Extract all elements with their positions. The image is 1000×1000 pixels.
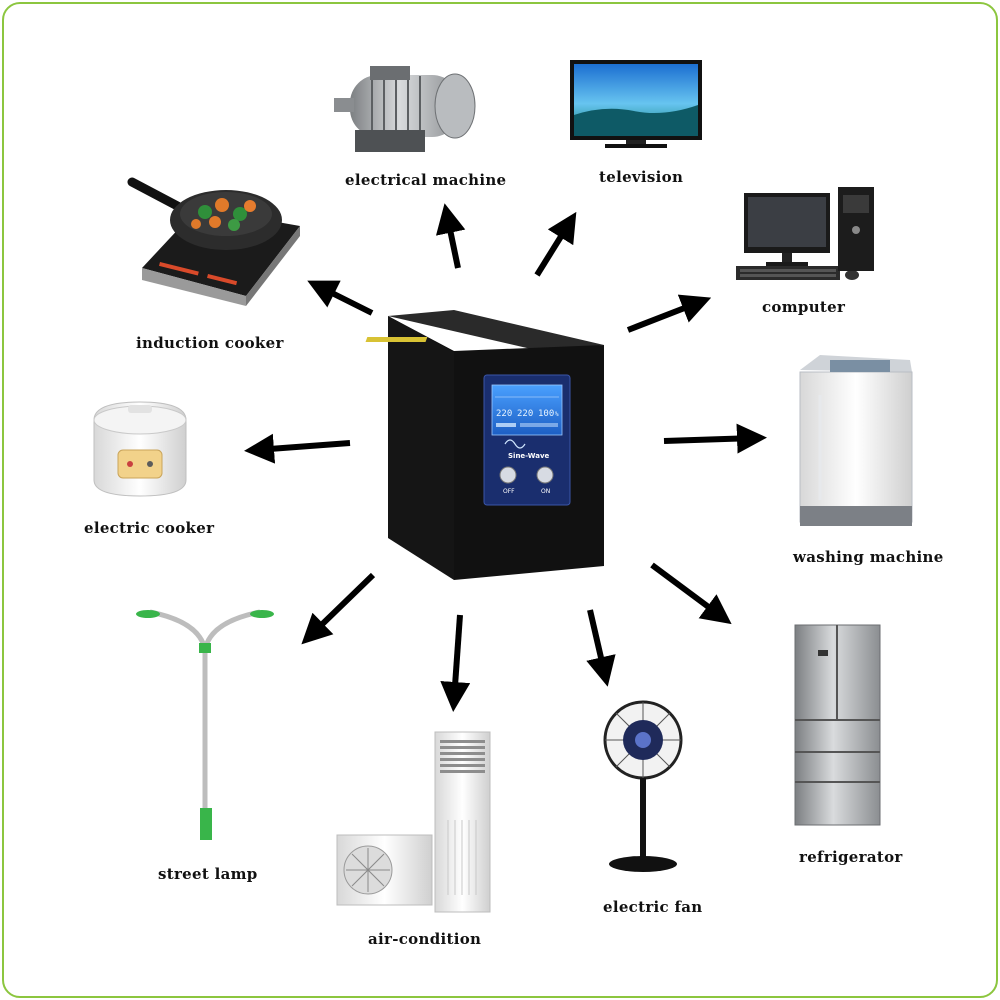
computer-image: [736, 187, 874, 280]
television-image: [570, 60, 702, 148]
arrow-to-computer: [626, 294, 712, 333]
electric-fan-image: [603, 700, 683, 872]
arrow-to-television: [534, 211, 577, 277]
street-lamp-image: [136, 609, 274, 840]
lcd-value-3: 100: [538, 409, 554, 419]
arrow-to-electrical-machine: [435, 203, 466, 269]
off-label: OFF: [503, 488, 515, 495]
label-electric-cooker: electric cooker: [84, 519, 215, 537]
label-street-lamp: street lamp: [158, 865, 258, 883]
arrow-to-electric-fan: [586, 609, 616, 687]
off-button: [499, 466, 517, 484]
label-electrical-machine: electrical machine: [345, 171, 507, 189]
sine-wave-inverter: 220 220 100 % Sine-Wave OFF ON: [365, 310, 604, 580]
wave-label: Sine-Wave: [508, 452, 550, 460]
label-computer: computer: [762, 298, 846, 316]
lcd-unit: %: [555, 411, 559, 418]
washing-machine-image: [799, 355, 913, 526]
label-induction-cooker: induction cooker: [136, 334, 284, 352]
on-label: ON: [541, 488, 550, 495]
on-button: [536, 466, 554, 484]
label-air-condition: air-condition: [368, 930, 482, 948]
arrow-to-street-lamp: [301, 572, 376, 645]
label-electric-fan: electric fan: [603, 898, 703, 916]
air-condition-image: [336, 731, 491, 913]
arrow-to-electric-cooker: [244, 433, 351, 464]
label-television: television: [599, 168, 684, 186]
refrigerator-image: [794, 624, 881, 826]
arrow-to-air-condition: [440, 614, 471, 712]
lcd-value-1: 220: [496, 409, 512, 419]
induction-cooker-image: [127, 177, 300, 306]
arrow-group: [244, 203, 767, 712]
label-refrigerator: refrigerator: [799, 848, 903, 866]
arrow-to-washing-machine: [663, 423, 767, 454]
arrow-to-refrigerator: [650, 562, 732, 625]
lcd-value-2: 220: [517, 409, 533, 419]
sine-wave-icon: [504, 439, 526, 449]
label-washing-machine: washing machine: [793, 548, 944, 566]
electrical-machine-image: [334, 66, 476, 152]
electric-cooker-image: [93, 401, 187, 497]
arrow-to-induction-cooker: [307, 280, 374, 316]
